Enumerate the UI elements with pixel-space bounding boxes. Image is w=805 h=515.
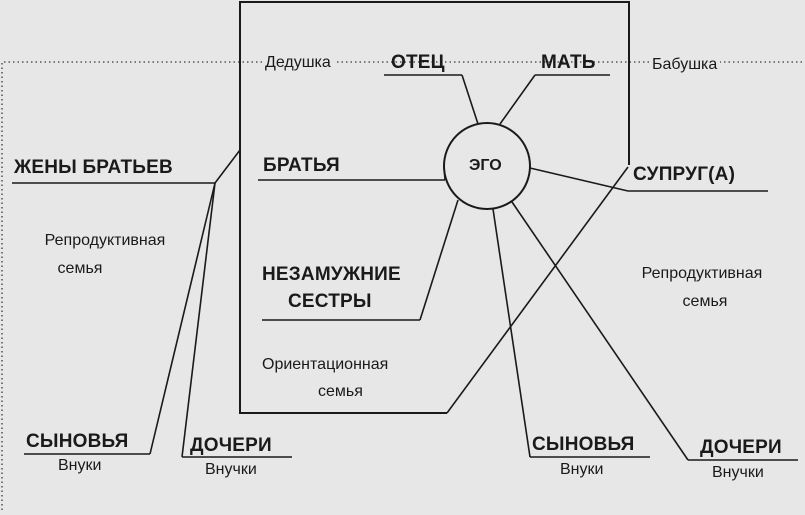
grandfather-label: Дедушка bbox=[262, 55, 334, 71]
sons-right-label: СЫНОВЬЯ bbox=[532, 434, 635, 455]
link-ego-daughters bbox=[511, 201, 689, 461]
link-ego-spouse bbox=[529, 167, 629, 192]
daughters-left-label: ДОЧЕРИ bbox=[190, 435, 272, 456]
link-ego-mother bbox=[499, 74, 536, 125]
father-label: ОТЕЦ bbox=[391, 52, 445, 73]
orientation-family-frame bbox=[239, 1, 630, 414]
daughters-right-label: ДОЧЕРИ bbox=[700, 437, 782, 458]
grandmother-label: Бабушка bbox=[649, 57, 721, 73]
orientation-family-line2: семья bbox=[318, 383, 363, 400]
link-wives-frame bbox=[214, 149, 241, 184]
orientation-family-line1: Ориентационная bbox=[262, 356, 389, 373]
reproductive-family-left-line2: семья bbox=[57, 260, 103, 277]
reproductive-family-right-line1: Репродуктивная bbox=[641, 265, 763, 282]
brothers-label: БРАТЬЯ bbox=[263, 155, 340, 176]
link-ego-sisters bbox=[419, 199, 459, 321]
grandsons-left-label: Внуки bbox=[58, 457, 102, 474]
grandsons-right-label: Внуки bbox=[560, 461, 604, 478]
link-wives-sons bbox=[149, 182, 216, 455]
link-wives-daughters bbox=[181, 182, 216, 458]
granddaughters-right-label: Внучки bbox=[712, 464, 764, 481]
unmarried-sisters-line1: НЕЗАМУЖНИЕ bbox=[262, 264, 401, 285]
brothers-wives-label: ЖЕНЫ БРАТЬЕВ bbox=[14, 157, 173, 178]
unmarried-sisters-line2: СЕСТРЫ bbox=[288, 291, 372, 312]
link-ego-sons bbox=[492, 208, 531, 458]
ego-label: ЭГО bbox=[469, 157, 502, 174]
sons-left-label: СЫНОВЬЯ bbox=[26, 431, 129, 452]
reproductive-family-right-line2: семья bbox=[682, 293, 728, 310]
mother-label: МАТЬ bbox=[541, 52, 596, 73]
link-ego-brothers bbox=[443, 165, 446, 181]
reproductive-family-left-line1: Репродуктивная bbox=[44, 232, 166, 249]
link-spouse-frame bbox=[446, 166, 629, 414]
link-ego-father bbox=[461, 74, 479, 125]
extended-family-dotted-frame bbox=[1, 61, 805, 510]
spouse-label: СУПРУГ(А) bbox=[633, 164, 736, 185]
granddaughters-left-label: Внучки bbox=[205, 461, 257, 478]
